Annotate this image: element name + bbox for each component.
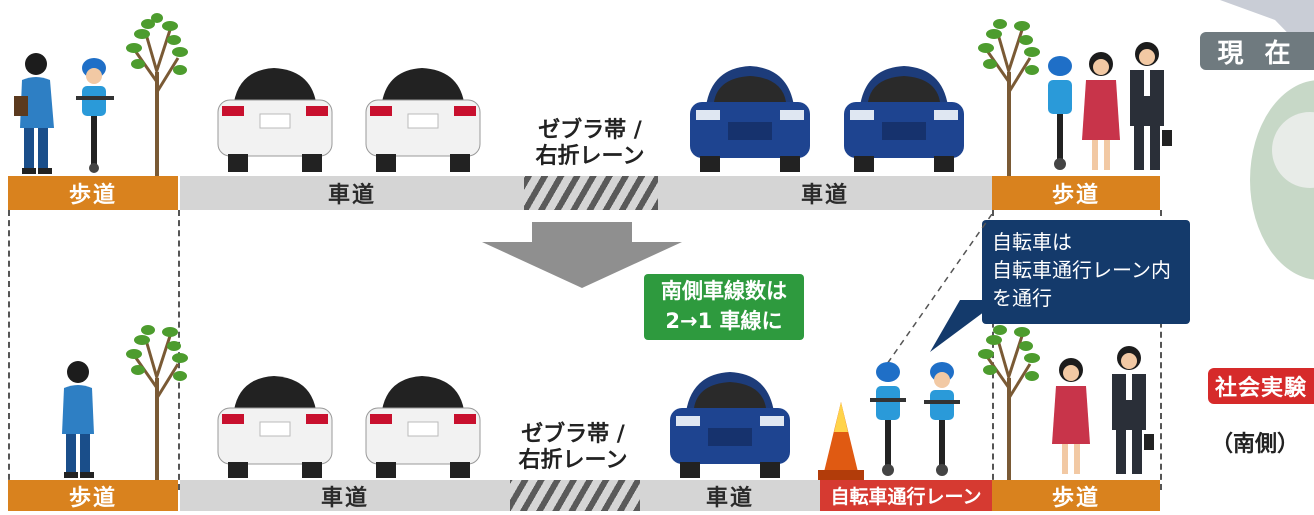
top-zebra-label-line2: 右折レーン (535, 144, 645, 169)
bottom-zebra-label: ゼブラ帯 / 右折レーン (498, 422, 648, 474)
guide-line-sidewalk-left (178, 210, 180, 490)
blue-car-front-icon (670, 372, 790, 478)
current-badge: 現 在 (1200, 32, 1314, 70)
callout-pointer (930, 300, 1000, 352)
bottom-sidewalk-left: 歩道 (8, 480, 178, 511)
bottom-zebra-label-line1: ゼブラ帯 / (521, 422, 625, 447)
bottom-zebra-zone (510, 480, 640, 511)
background-decoration (1180, 0, 1314, 511)
south-side-text: （南側） (1210, 432, 1299, 457)
bottom-sidewalk-right: 歩道 (992, 480, 1160, 511)
bottom-bike-lane: 自転車通行レーン (820, 480, 992, 511)
bottom-sidewalk-right-label: 歩道 (1051, 485, 1100, 511)
cyclist-icon (870, 362, 906, 476)
current-badge-label: 現 在 (1217, 38, 1297, 69)
bottom-road-right: 車道 (640, 480, 820, 511)
pedestrian-icon (62, 361, 94, 478)
top-road-right: 車道 (658, 176, 992, 210)
guide-line-right (1160, 210, 1162, 490)
top-zebra-zone (524, 176, 658, 210)
blue-car-front-icon (844, 66, 964, 172)
top-sidewalk-right: 歩道 (992, 176, 1160, 210)
lane-change-callout: 南側車線数は 2→1 車線に (644, 274, 804, 340)
south-side-label: （南側） (1196, 426, 1314, 458)
lane-change-callout-line1: 南側車線数は (661, 279, 787, 303)
cyclist-icon (1048, 56, 1072, 170)
top-zebra-label-line1: ゼブラ帯 / (538, 118, 642, 143)
street-tree-icon (978, 325, 1040, 480)
bottom-sidewalk-left-label: 歩道 (68, 485, 117, 511)
experiment-badge-label: 社会実験 (1214, 376, 1307, 401)
down-arrow-icon (482, 222, 682, 288)
white-car-rear-icon (365, 376, 481, 478)
cyclist-icon (76, 58, 114, 173)
bike-note-callout-line3: を通行 (992, 286, 1052, 310)
top-road-left-label: 車道 (327, 183, 376, 208)
top-zebra-label: ゼブラ帯 / 右折レーン (515, 118, 665, 170)
background-shapes (1220, 0, 1314, 280)
bottom-bike-lane-label: 自転車通行レーン (830, 486, 982, 508)
bike-note-callout: 自転車は 自転車通行レーン内 を通行 (982, 220, 1190, 324)
bottom-road-right-label: 車道 (705, 485, 754, 511)
bike-note-callout-line2: 自転車通行レーン内 (992, 258, 1171, 282)
street-tree-icon (126, 325, 188, 480)
pedestrian-icon (1112, 346, 1154, 474)
bottom-road-left-label: 車道 (320, 485, 369, 511)
bottom-zebra-label-line2: 右折レーン (518, 448, 628, 473)
bike-note-callout-line1: 自転車は (992, 230, 1072, 254)
guide-line-left (8, 210, 10, 490)
cyclist-icon (924, 362, 960, 476)
pedestrian-icon (1130, 42, 1172, 170)
top-sidewalk-right-label: 歩道 (1051, 183, 1100, 208)
top-sidewalk-left-label: 歩道 (68, 183, 117, 208)
bottom-road-left: 車道 (180, 480, 510, 511)
pedestrian-icon (1052, 358, 1090, 474)
experiment-badge: 社会実験 (1208, 368, 1314, 404)
white-car-rear-icon (217, 376, 333, 478)
street-tree-icon (978, 19, 1040, 176)
blue-car-front-icon (690, 66, 810, 172)
white-car-rear-icon (217, 68, 333, 172)
pedestrian-icon (1082, 52, 1120, 170)
lane-change-callout-line2: 2→1 車線に (665, 309, 783, 333)
top-road-right-label: 車道 (800, 183, 849, 208)
white-car-rear-icon (365, 68, 481, 172)
top-sidewalk-left: 歩道 (8, 176, 178, 210)
pedestrian-icon (14, 53, 54, 174)
street-tree-icon (126, 13, 188, 176)
traffic-cone-icon (818, 402, 864, 480)
top-road-left: 車道 (180, 176, 524, 210)
guide-line-sidewalk-right (992, 210, 994, 490)
